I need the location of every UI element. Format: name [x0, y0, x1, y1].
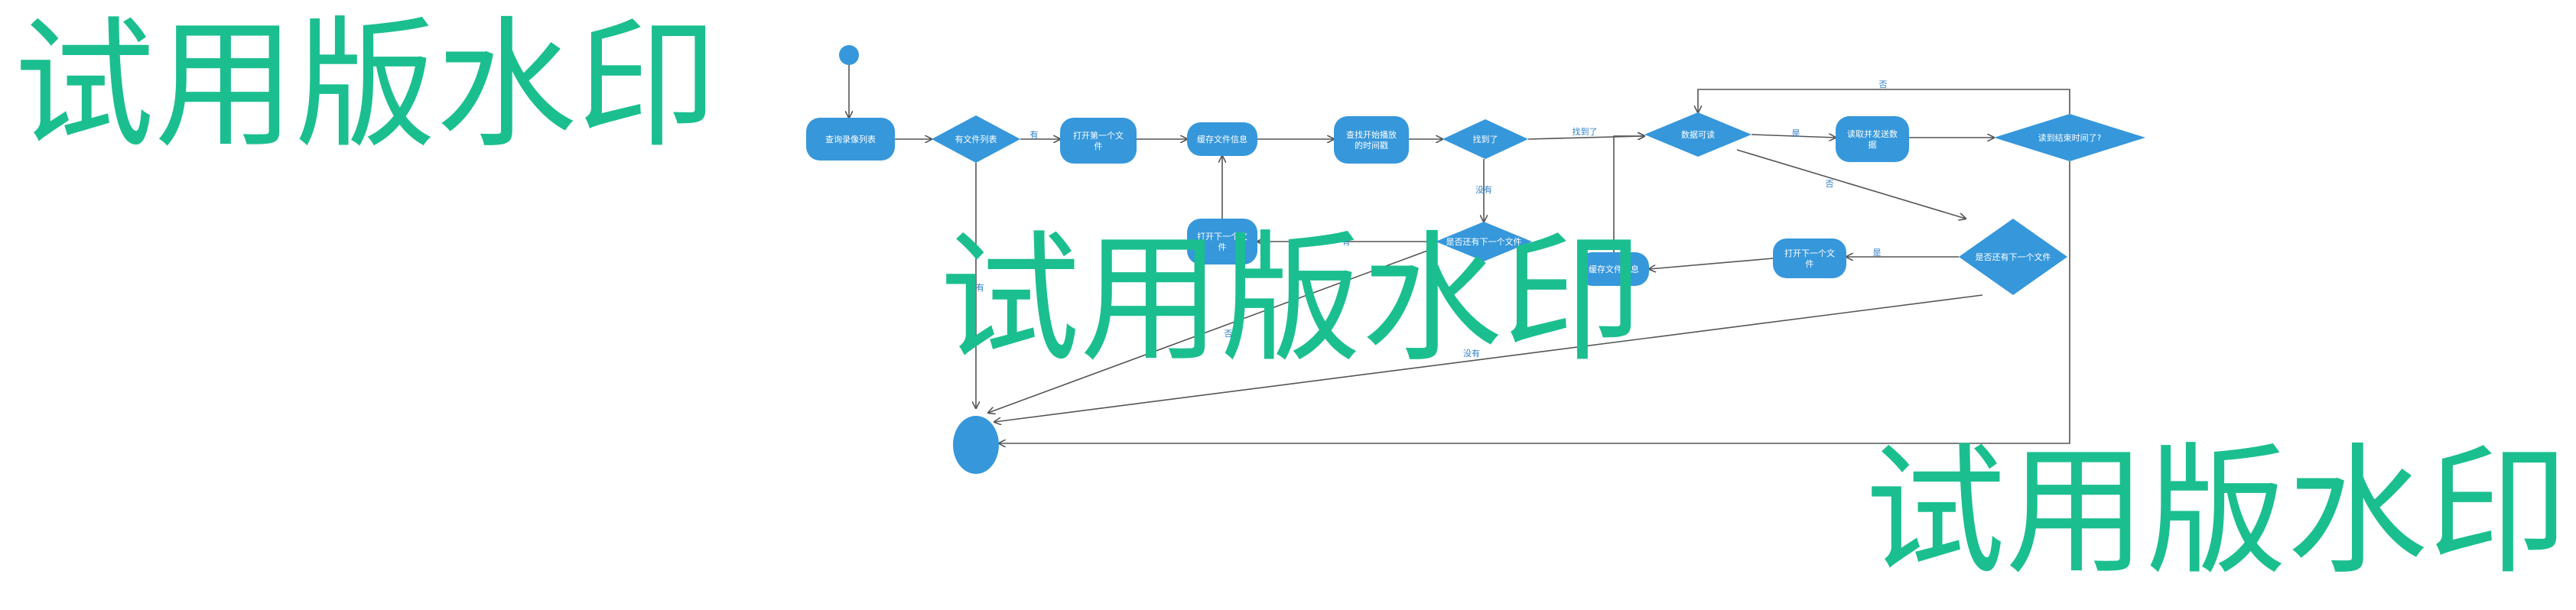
- node-label-open-next-file-2-line-2: 件: [1806, 259, 1814, 269]
- edge-label-has-file-list-none: 没有: [968, 282, 984, 293]
- node-label-read-send-data-line-1: 读取并发送数: [1847, 128, 1898, 139]
- node-label-read-send-data-line-2: 据: [1869, 139, 1877, 150]
- edges-layer: [849, 64, 2070, 443]
- node-found: 找到了: [1442, 119, 1528, 159]
- edge-arrow-17: [1613, 136, 1644, 252]
- node-data-readable: 数据可读: [1644, 112, 1751, 157]
- node-has-file-list: 有文件列表: [932, 115, 1020, 163]
- node-label-has-next-file-1: 是否还有下一个文件: [1446, 236, 1522, 247]
- node-label-cache-file-info-2: 缓存文件信息: [1589, 264, 1639, 274]
- node-query-recordings: 查询录像列表: [806, 118, 895, 161]
- node-has-next-file-1: 是否还有下一个文件: [1436, 222, 1532, 261]
- edge-label-found: 找到了: [1573, 126, 1598, 137]
- edge-label-data-readable-yes: 是: [1792, 128, 1800, 138]
- end-node: [953, 416, 999, 474]
- node-label-open-first-file-line-2: 件: [1094, 141, 1103, 151]
- node-label-end-time-reached: 读到结束时间了?: [2038, 132, 2102, 143]
- edge-arrow-14: [1736, 149, 1966, 219]
- nodes-layer: 查询录像列表有文件列表打开第一个文件缓存文件信息查找开始播放的时间戳找到了是否还…: [806, 45, 2145, 474]
- edge-arrow-18: [999, 161, 2070, 443]
- node-has-next-file-2: 是否还有下一个文件: [1959, 219, 2067, 295]
- node-label-query-recordings: 查询录像列表: [825, 134, 876, 144]
- edge-label-has-file-list: 有: [1030, 129, 1039, 140]
- node-cache-file-info: 缓存文件信息: [1187, 122, 1257, 156]
- edge-label-end-time-no: 否: [1879, 79, 1888, 89]
- start-node: [839, 45, 859, 65]
- edge-arrow-16: [1649, 258, 1774, 269]
- edge-label-next-file-1-no: 否: [1225, 329, 1233, 339]
- node-end-time-reached: 读到结束时间了?: [1994, 114, 2145, 161]
- node-label-has-next-file-2: 是否还有下一个文件: [1976, 251, 2051, 262]
- edge-label-data-readable-no: 否: [1826, 179, 1834, 189]
- edge-label-next-file-1-has: 有: [1342, 236, 1351, 247]
- edge-label-not-found: 没有: [1475, 184, 1492, 195]
- node-label-open-first-file-line-1: 打开第一个文: [1073, 130, 1124, 141]
- node-label-has-file-list: 有文件列表: [955, 134, 997, 144]
- node-label-open-next-file-1-line-1: 打开下一个文: [1197, 231, 1247, 242]
- node-label-open-next-file-1-line-2: 件: [1218, 242, 1227, 252]
- edge-arrow-20: [988, 247, 1436, 413]
- edge-arrow-21: [994, 294, 1983, 422]
- edge-label-next-file-2-none: 没有: [1463, 348, 1480, 359]
- edge-label-next-file-2-yes: 是: [1873, 248, 1882, 258]
- edge-arrow-11: [1751, 135, 1836, 138]
- node-label-open-next-file-2-line-1: 打开下一个文: [1784, 248, 1835, 258]
- node-label-find-start-timestamp-line-1: 查找开始播放: [1346, 129, 1397, 140]
- node-label-data-readable: 数据可读: [1681, 129, 1715, 140]
- node-cache-file-info-2: 缓存文件信息: [1579, 252, 1649, 286]
- node-label-found: 找到了: [1473, 134, 1498, 144]
- node-label-cache-file-info: 缓存文件信息: [1197, 134, 1247, 144]
- node-label-find-start-timestamp-line-2: 的时间戳: [1355, 140, 1388, 151]
- edge-arrow-13: [1698, 89, 2070, 114]
